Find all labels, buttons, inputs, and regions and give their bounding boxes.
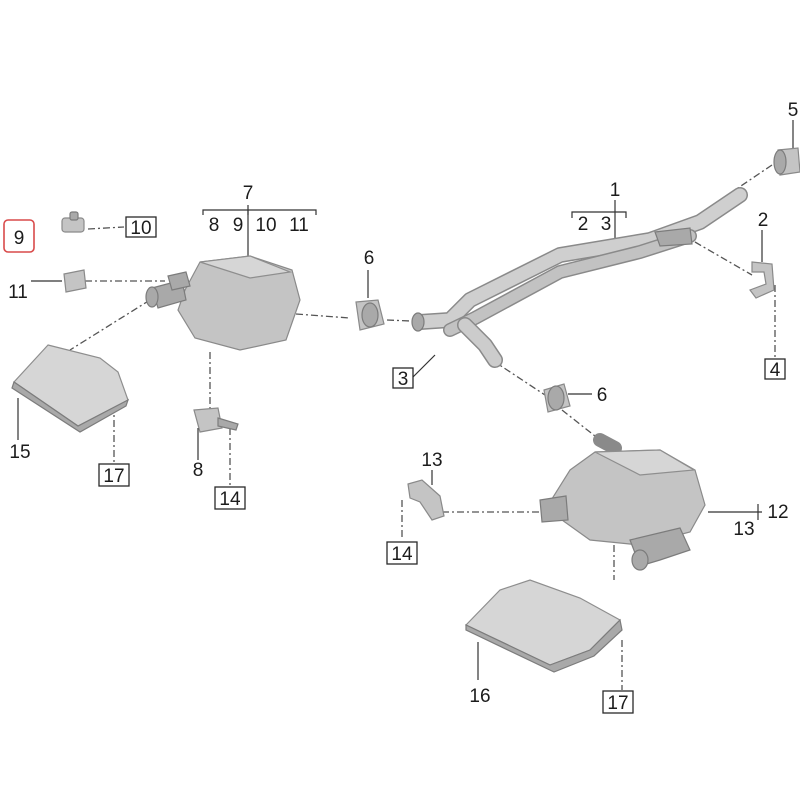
callout-17-left: 17 — [103, 466, 124, 487]
callout-10-box — [125, 216, 157, 238]
rear-muffler-12 — [539, 433, 706, 571]
callout-5: 5 — [788, 100, 799, 121]
callout-17-left-box — [98, 463, 130, 487]
callout-1-3: 3 — [601, 214, 612, 235]
hanger-13 — [407, 479, 445, 521]
callout-12: 12 — [767, 502, 788, 523]
hanger-8 — [193, 407, 239, 433]
callout-7-11: 11 — [289, 215, 309, 236]
leader-lines — [17, 120, 794, 680]
callout-14-left: 14 — [219, 489, 241, 510]
callout-1-2: 2 — [578, 214, 589, 235]
callout-17-right-box — [602, 690, 634, 714]
callout-4-box — [764, 358, 786, 380]
clamp-6-lower — [543, 383, 571, 413]
clamp-6-upper — [355, 299, 385, 331]
heat-shield-15-edge — [11, 381, 130, 433]
callout-14-right-box — [386, 541, 418, 565]
hanger-2 — [749, 261, 775, 299]
heat-shield-16-edge — [465, 618, 623, 673]
callout-13-lower: 13 — [733, 519, 754, 540]
callout-8: 8 — [193, 460, 204, 481]
connector-5 — [773, 147, 800, 176]
front-muffler-7 — [145, 255, 301, 351]
connection-lines — [69, 164, 776, 690]
callout-16: 16 — [469, 686, 490, 707]
callout-14-left-box — [214, 486, 246, 510]
callout-10: 10 — [130, 218, 151, 239]
bracket-11 — [63, 269, 87, 293]
y-pipe-1 — [411, 187, 748, 368]
callout-13-upper: 13 — [421, 450, 442, 471]
callout-9-highlight[interactable] — [3, 219, 35, 253]
callout-11: 11 — [8, 282, 28, 303]
callout-14-right: 14 — [391, 544, 413, 565]
callout-6-lower: 6 — [597, 385, 608, 406]
callout-9: 9 — [14, 228, 25, 249]
callout-7: 7 — [243, 183, 254, 204]
callout-15: 15 — [9, 442, 30, 463]
callout-17-right: 17 — [607, 693, 628, 714]
callout-6-upper: 6 — [364, 248, 375, 269]
clip-9 — [61, 211, 85, 233]
callout-labels: 9 10 11 7 8 9 10 11 6 3 1 2 3 2 5 4 6 8 … — [3, 100, 799, 714]
callout-7-8: 8 — [209, 215, 220, 236]
callout-7-10: 10 — [255, 215, 276, 236]
callout-7-9: 9 — [233, 215, 244, 236]
callout-4: 4 — [770, 360, 781, 381]
callout-1: 1 — [610, 180, 621, 201]
callout-2: 2 — [758, 210, 769, 231]
callout-3-box — [392, 367, 414, 389]
callout-3: 3 — [398, 369, 409, 390]
